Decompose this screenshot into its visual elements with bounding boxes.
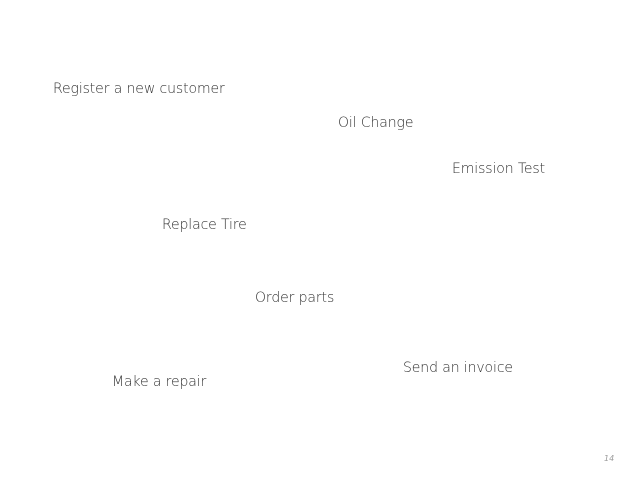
- use-case-oil-change: Oil Change: [338, 115, 414, 131]
- use-case-register-customer: Register a new customer: [53, 81, 225, 97]
- use-case-emission-test: Emission Test: [452, 161, 546, 177]
- use-case-replace-tire: Replace Tire: [162, 217, 247, 233]
- use-case-send-invoice: Send an invoice: [403, 360, 513, 376]
- use-case-order-parts: Order parts: [255, 290, 335, 306]
- use-case-make-repair: Make a repair: [112, 374, 207, 390]
- page-number: 14: [604, 454, 615, 463]
